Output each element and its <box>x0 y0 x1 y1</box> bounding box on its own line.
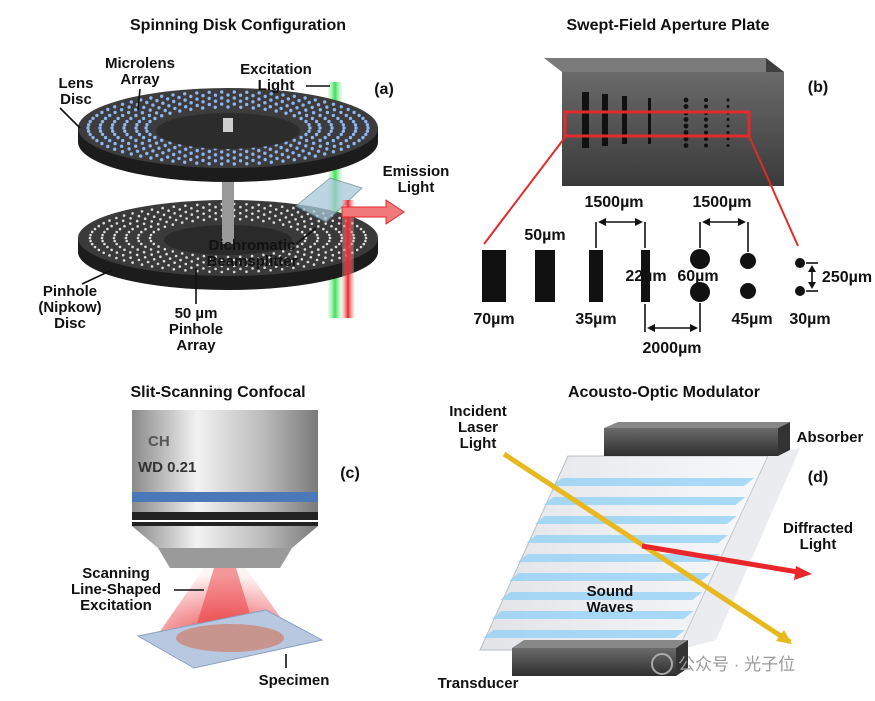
dim-2000 <box>644 303 701 332</box>
emission-arrow <box>341 199 405 225</box>
label-35um: 35µm <box>575 311 616 328</box>
slit-50um <box>535 250 555 302</box>
panel-b-tag: (b) <box>808 79 828 96</box>
sound-waves <box>483 478 755 638</box>
label-30um: 30µm <box>789 311 830 328</box>
slit-70um <box>482 250 506 302</box>
label-excitation-1: Excitation <box>240 61 312 78</box>
microlens-array <box>86 90 370 166</box>
label-lens-disc-2: Disc <box>60 91 92 108</box>
label-diffracted-2: Light <box>800 536 837 553</box>
label-incident-3: Light <box>460 435 497 452</box>
objective-text-ch: CH <box>148 433 170 450</box>
pinhole-array <box>88 202 368 274</box>
label-sound-1: Sound <box>587 583 634 600</box>
panel-swept-field: Swept-Field Aperture Plate (b) <box>473 17 872 357</box>
panel-acousto-optic: Acousto-Optic Modulator (d) Incident Las… <box>438 384 864 692</box>
label-dichroic-2: Beamsplitter <box>207 253 298 270</box>
dim-250 <box>806 262 818 292</box>
lens-disc <box>78 88 378 182</box>
dichroic-mirror <box>295 177 363 223</box>
label-excitation-2: Light <box>258 77 295 94</box>
label-2000um: 2000µm <box>642 340 701 357</box>
pinhole-30um-bottom <box>795 286 805 296</box>
label-50um: 50µm <box>524 227 565 244</box>
label-dichroic-1: Dichromatic <box>209 237 296 254</box>
watermark-text: 公众号 · 光子位 <box>678 655 795 674</box>
panel-b-title: Swept-Field Aperture Plate <box>567 17 770 34</box>
wechat-icon <box>651 653 673 675</box>
pinhole-60um-bottom <box>690 282 710 302</box>
label-microlens-1: Microlens <box>105 55 175 72</box>
label-incident-2: Laser <box>458 419 498 436</box>
panel-c-tag: (c) <box>340 465 360 482</box>
label-pinhole-array-1: 50 µm <box>175 305 218 322</box>
watermark: 公众号 · 光子位 <box>651 653 795 675</box>
label-70um: 70µm <box>473 311 514 328</box>
label-absorber: Absorber <box>797 429 864 446</box>
label-diffracted-1: Diffracted <box>783 520 853 537</box>
label-scan-3: Excitation <box>80 597 152 614</box>
label-scan-1: Scanning <box>82 565 150 582</box>
label-sound-2: Waves <box>587 599 634 616</box>
label-pinhole-disc-1: Pinhole <box>43 283 97 300</box>
label-transducer: Transducer <box>438 675 519 692</box>
zoom-line-right <box>748 135 799 247</box>
label-specimen: Specimen <box>259 672 330 689</box>
label-pinhole-array-2: Pinhole <box>169 321 223 338</box>
zoom-box <box>563 110 751 138</box>
label-pinhole-array-3: Array <box>176 337 216 354</box>
dim-1500-right <box>699 218 749 252</box>
diffracted-beam <box>641 543 799 575</box>
dim-1500-left <box>595 218 646 248</box>
panel-c-title: Slit-Scanning Confocal <box>130 384 305 401</box>
emission-beam-vertical <box>342 200 354 318</box>
label-22um: 22µm <box>625 268 666 285</box>
objective-lens: CH WD 0.21 <box>132 410 318 568</box>
objective-text-wd: WD 0.21 <box>138 459 196 476</box>
pinhole-30um-top <box>795 258 805 268</box>
label-1500um-right: 1500µm <box>692 194 751 211</box>
pinhole-disc <box>78 200 378 290</box>
pinhole-45um-top <box>740 253 756 269</box>
panel-d-tag: (d) <box>808 469 828 486</box>
slit-22um <box>641 250 650 302</box>
slit-35um <box>589 250 603 302</box>
label-lens-disc-1: Lens <box>58 75 93 92</box>
label-60um: 60µm <box>677 268 718 285</box>
zoom-line-left <box>483 135 567 245</box>
label-250um: 250µm <box>822 269 872 286</box>
pinhole-45um-bottom <box>740 283 756 299</box>
label-microlens-2: Array <box>120 71 160 88</box>
absorber-block <box>604 422 790 456</box>
label-1500um-left: 1500µm <box>584 194 643 211</box>
label-emission-2: Light <box>398 179 435 196</box>
label-incident-1: Incident <box>449 403 507 420</box>
label-scan-2: Line-Shaped <box>71 581 161 598</box>
label-pinhole-disc-2: (Nipkow) <box>38 299 101 316</box>
pinhole-60um-top <box>690 249 710 269</box>
label-emission-1: Emission <box>383 163 450 180</box>
panel-a-title: Spinning Disk Configuration <box>130 17 346 34</box>
aperture-plate <box>544 58 784 186</box>
disc-hub <box>223 118 233 132</box>
label-pinhole-disc-3: Disc <box>54 315 86 332</box>
panel-slit-scanning: Slit-Scanning Confocal (c) CH WD 0.21 Sc… <box>71 384 360 689</box>
transducer-block <box>512 640 688 676</box>
specimen-sample <box>176 624 284 652</box>
panel-a-tag: (a) <box>374 81 394 98</box>
panel-d-title: Acousto-Optic Modulator <box>568 384 760 401</box>
panel-spinning-disk: Spinning Disk Configuration (a) Microlen… <box>38 17 449 354</box>
label-45um: 45µm <box>731 311 772 328</box>
